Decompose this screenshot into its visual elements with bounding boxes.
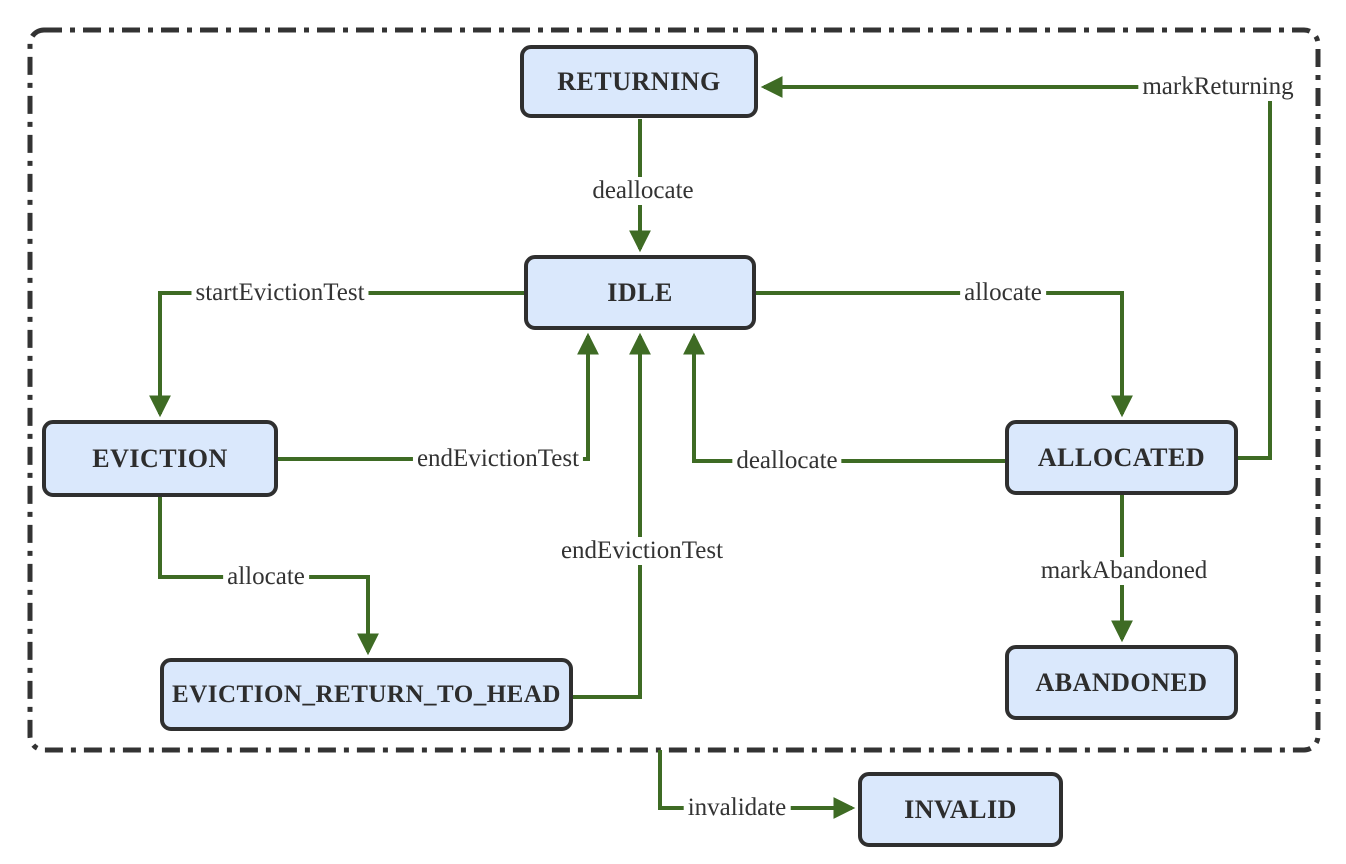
- edge-label-mark-returning: markReturning: [1138, 73, 1298, 101]
- state-node-eviction: EVICTION: [42, 420, 278, 497]
- state-label-abandoned: ABANDONED: [1035, 667, 1208, 697]
- edge-label-invalidate: invalidate: [683, 794, 791, 822]
- state-node-returning: RETURNING: [520, 45, 758, 118]
- edge-label-end-eviction-test-eviction-idle: endEvictionTest: [412, 445, 584, 473]
- edge-allocated-returning-path: [760, 76, 1272, 460]
- edge-return-to-head-idle-path: [573, 332, 651, 699]
- state-label-idle: IDLE: [607, 277, 673, 307]
- state-label-allocated: ALLOCATED: [1037, 442, 1206, 472]
- edge-label-deallocate-returning-idle: deallocate: [588, 177, 698, 205]
- state-node-idle: IDLE: [524, 255, 756, 330]
- edge-idle-eviction-path: [149, 291, 524, 418]
- edge-label-mark-abandoned: markAbandoned: [1036, 557, 1212, 585]
- edge-allocated-idle-path: [683, 332, 1005, 463]
- edge-label-allocate-eviction-return-to-head: allocate: [223, 563, 309, 591]
- edge-label-allocate-idle-allocated: allocate: [960, 279, 1046, 307]
- edge-eviction-idle-path: [278, 332, 599, 461]
- edge-label-deallocate-allocated-idle: deallocate: [732, 447, 842, 475]
- state-node-invalid: INVALID: [858, 772, 1063, 847]
- state-node-eviction-return-to-head: EVICTION_RETURN_TO_HEAD: [160, 658, 573, 731]
- state-label-eviction-return-to-head: EVICTION_RETURN_TO_HEAD: [172, 680, 561, 708]
- edge-label-start-eviction-test: startEvictionTest: [191, 279, 369, 307]
- edge-idle-allocated-path: [756, 291, 1133, 418]
- pool-boundary-border: [27, 27, 1321, 753]
- edge-label-end-eviction-test-return-to-head-idle: endEvictionTest: [556, 537, 728, 565]
- state-node-allocated: ALLOCATED: [1005, 420, 1238, 495]
- state-label-returning: RETURNING: [557, 66, 721, 96]
- state-node-abandoned: ABANDONED: [1005, 645, 1238, 720]
- state-label-eviction: EVICTION: [92, 443, 228, 473]
- state-label-invalid: INVALID: [904, 794, 1017, 824]
